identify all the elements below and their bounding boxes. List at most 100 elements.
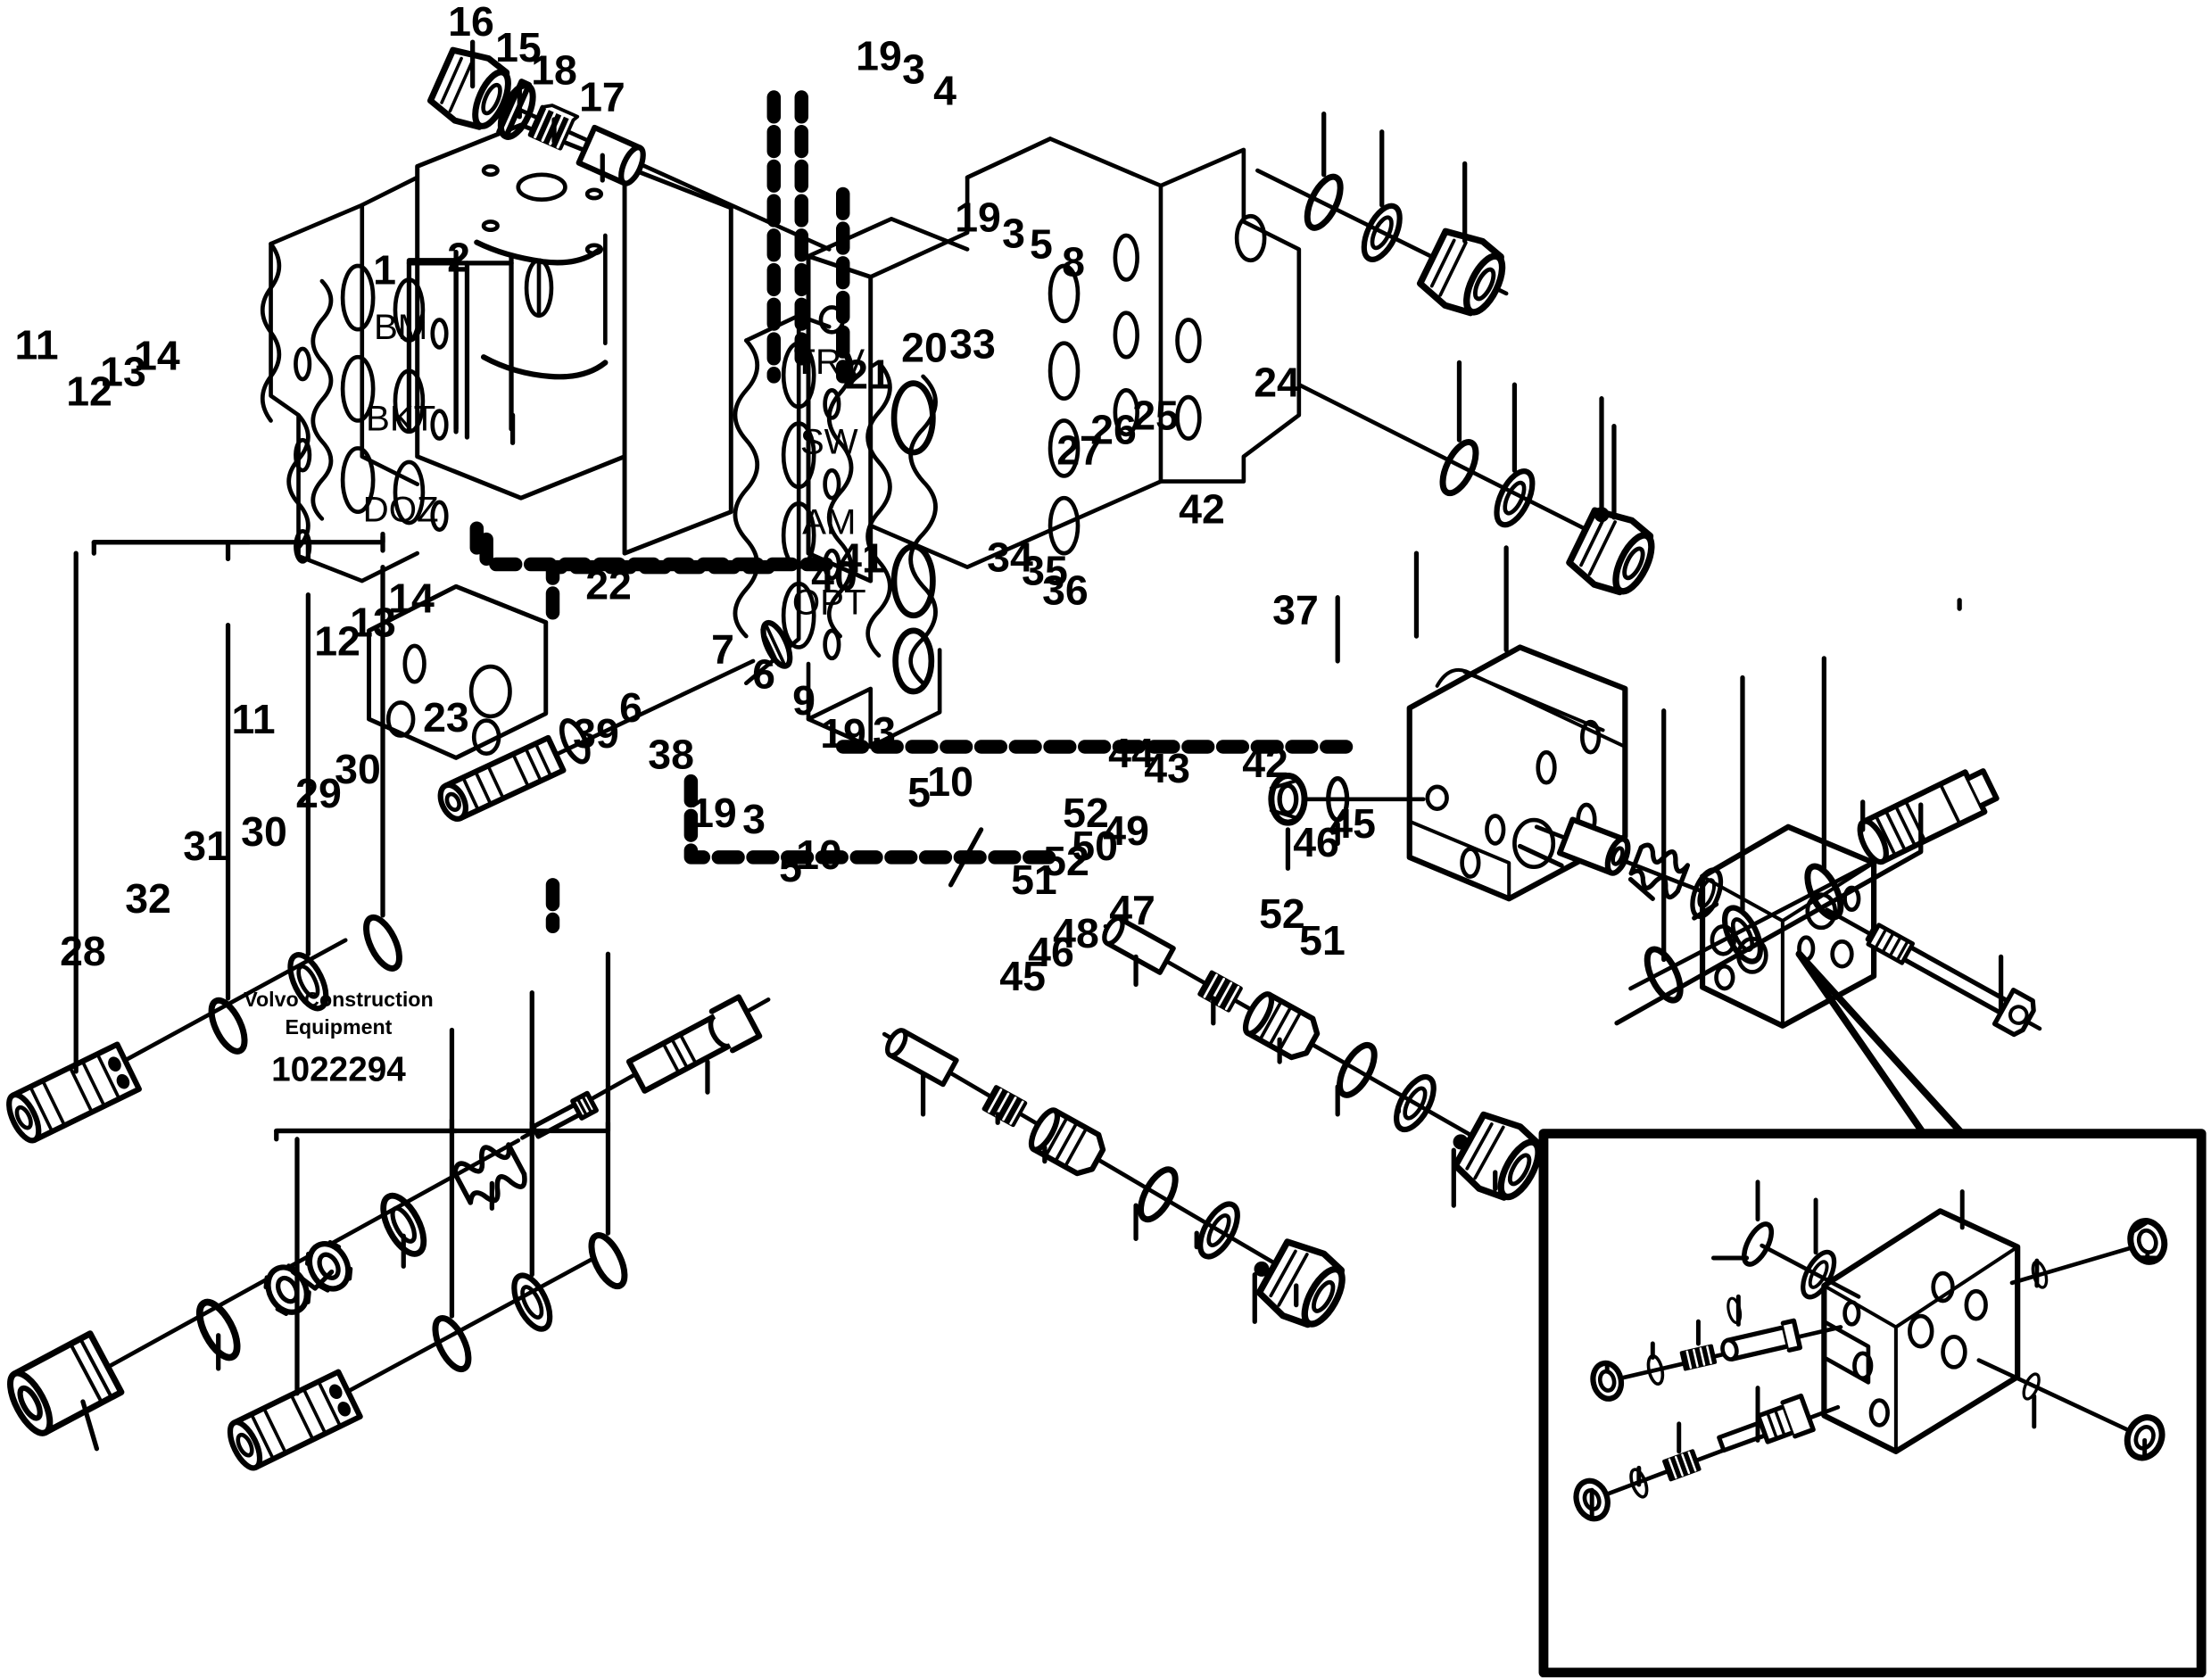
callout-number-3: 3 xyxy=(902,46,925,93)
port-label-opt: OPT xyxy=(792,582,866,622)
callout-leaders xyxy=(73,39,2004,1452)
callout-number-11: 11 xyxy=(231,696,275,742)
callout-number-49: 49 xyxy=(1103,807,1149,854)
callout-number-45: 45 xyxy=(1329,800,1376,847)
callout-number-7: 7 xyxy=(711,625,734,672)
callout-number-39: 39 xyxy=(573,710,619,757)
callout-number-51: 51 xyxy=(1011,857,1057,903)
callout-number-37: 37 xyxy=(1272,586,1319,633)
port-label-doz: DOZ xyxy=(363,490,439,530)
callout-number-52: 52 xyxy=(1043,838,1089,884)
port-label-trv: TRV xyxy=(793,342,865,382)
callout-number-25: 25 xyxy=(1132,393,1179,439)
callout-number-42: 42 xyxy=(1242,740,1288,786)
port-label-bm: BM xyxy=(374,307,427,347)
assembly-19-3-4 xyxy=(1255,168,1512,322)
assembly-11-12-13-14-lower xyxy=(227,1230,631,1471)
callout-number-8: 8 xyxy=(1062,239,1085,286)
callout-number-30: 30 xyxy=(241,808,287,855)
callout-number-51: 51 xyxy=(1299,917,1346,964)
callout-number-21: 21 xyxy=(845,352,891,398)
callout-number-42: 42 xyxy=(1179,485,1225,532)
callout-number-15: 15 xyxy=(495,24,542,70)
callout-number-11: 11 xyxy=(14,322,58,368)
callout-number-5: 5 xyxy=(907,769,931,815)
assembly-top-left xyxy=(427,44,832,252)
callout-number-30: 30 xyxy=(335,746,381,792)
assembly-7-6-9-19-3-5-10 xyxy=(1102,915,1550,1207)
callout-number-6: 6 xyxy=(752,650,775,697)
left-valve-body xyxy=(260,122,733,760)
callout-number-33: 33 xyxy=(949,320,996,367)
callout-number-19: 19 xyxy=(856,33,902,79)
callout-number-50: 50 xyxy=(1072,823,1118,869)
callout-number-52: 52 xyxy=(1259,890,1305,937)
callout-number-27: 27 xyxy=(1056,426,1103,473)
callout-number-19: 19 xyxy=(820,710,866,757)
callout-number-10: 10 xyxy=(927,758,973,805)
callout-number-12: 12 xyxy=(66,368,112,414)
callout-number-16: 16 xyxy=(448,0,494,45)
port-label-bkt: BKT xyxy=(366,398,435,438)
inset-detail-frame xyxy=(1538,1129,2207,1678)
callout-number-13: 13 xyxy=(350,599,396,645)
callout-number-3: 3 xyxy=(742,796,766,842)
block-42-main xyxy=(1699,823,1877,1029)
inset-pointer xyxy=(1795,950,1967,1138)
callout-number-22: 22 xyxy=(585,561,632,608)
callout-number-52: 52 xyxy=(1063,790,1109,836)
block-33 xyxy=(1406,644,1628,902)
callout-number-3: 3 xyxy=(1002,211,1025,257)
assembly-19-3-5-8 xyxy=(1296,382,1662,601)
callout-number-26: 26 xyxy=(1090,406,1137,452)
callout-number-40: 40 xyxy=(811,552,857,599)
right-valve-body xyxy=(733,137,1302,749)
callout-number-13: 13 xyxy=(100,348,146,394)
callout-number-14: 14 xyxy=(388,575,435,621)
block-42-inset xyxy=(1821,1208,2021,1454)
callout-number-9: 9 xyxy=(792,677,816,724)
callout-number-18: 18 xyxy=(531,47,577,94)
callout-number-23: 23 xyxy=(423,694,469,741)
dashed-leader-lines xyxy=(469,90,1362,934)
callout-number-4: 4 xyxy=(933,68,956,114)
callout-number-28: 28 xyxy=(60,928,106,974)
port-label-sw: SW xyxy=(800,422,858,462)
callout-number-19: 19 xyxy=(955,194,1001,241)
assembly-11-12-13-14-upper xyxy=(6,913,406,1144)
callout-number-46: 46 xyxy=(1293,819,1339,865)
callout-number-3: 3 xyxy=(873,708,896,755)
callout-number-24: 24 xyxy=(1254,360,1300,406)
callout-number-12: 12 xyxy=(314,617,360,664)
callout-number-32: 32 xyxy=(125,875,171,922)
assembly-37-bolt xyxy=(1825,907,2042,1038)
callout-number-45: 45 xyxy=(999,953,1046,999)
callout-number-44: 44 xyxy=(1108,730,1155,776)
callout-number-31: 31 xyxy=(183,823,229,869)
callout-number-10: 10 xyxy=(796,832,842,878)
assembly-40-41 xyxy=(1268,772,1426,826)
callout-number-14: 14 xyxy=(134,332,180,378)
callout-number-46: 46 xyxy=(1028,929,1074,975)
assembly-spool-1-2 xyxy=(437,619,793,822)
footer-brand-line1: Volvo Construction xyxy=(244,988,433,1011)
callout-number-36: 36 xyxy=(1042,567,1089,613)
callout-number-19: 19 xyxy=(691,790,737,836)
callout-number-5: 5 xyxy=(1030,221,1053,268)
footer-drawing-number: 1022294 xyxy=(271,1051,406,1089)
callout-number-41: 41 xyxy=(839,534,885,581)
callout-number-43: 43 xyxy=(1144,745,1190,791)
callout-number-48: 48 xyxy=(1053,910,1099,956)
callout-number-20: 20 xyxy=(901,324,948,370)
assembly-34-35-36 xyxy=(1534,816,1727,921)
assembly-24-27 xyxy=(1628,768,2000,1005)
footer-block: Volvo Construction Equipment 1022294 xyxy=(244,988,433,1089)
callout-number-29: 29 xyxy=(295,770,342,816)
callout-number-17: 17 xyxy=(579,74,625,120)
callout-number-34: 34 xyxy=(987,534,1033,580)
callout-number-38: 38 xyxy=(648,731,694,777)
